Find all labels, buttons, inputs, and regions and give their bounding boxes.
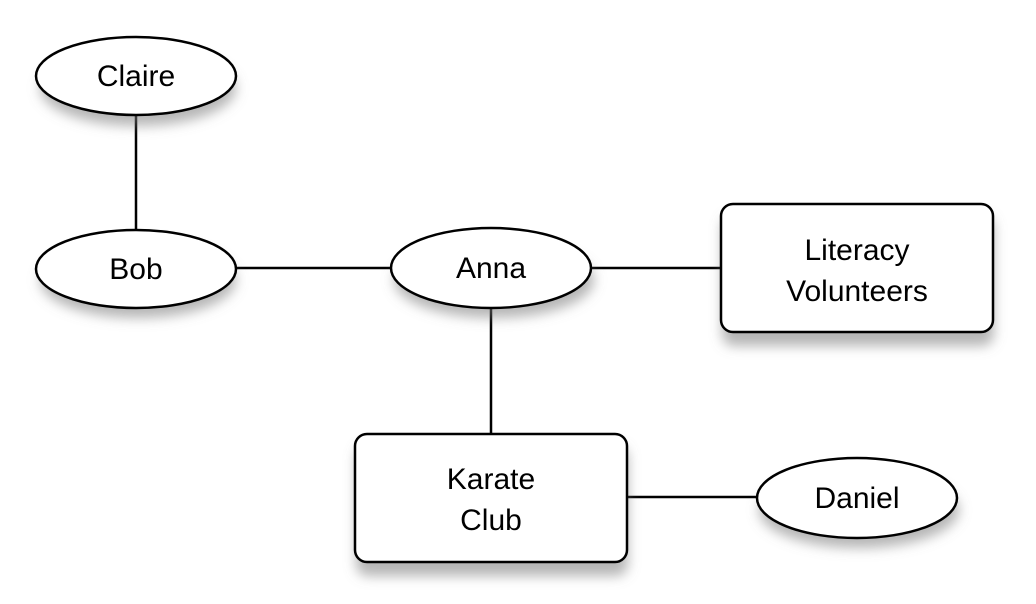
node-bob: Bob: [34, 228, 238, 310]
node-karate-label-line2: Club: [460, 504, 522, 537]
edges: [134, 114, 758, 499]
node-daniel: Daniel: [755, 456, 959, 540]
node-bob-label: Bob: [109, 253, 162, 286]
node-daniel-label: Daniel: [814, 482, 899, 515]
node-daniel-shape: [755, 456, 959, 540]
node-karate-club: Karate Club: [353, 432, 629, 564]
node-claire: Claire: [34, 35, 238, 117]
node-anna: Anna: [389, 226, 593, 310]
node-claire-shape: [34, 35, 238, 117]
node-literacy-shape: [719, 202, 995, 334]
node-karate-label-line1: Karate: [447, 463, 535, 496]
node-anna-shape: [389, 226, 593, 310]
node-bob-shape: [34, 228, 238, 310]
node-claire-label: Claire: [97, 60, 175, 93]
node-literacy-volunteers: Literacy Volunteers: [719, 202, 995, 334]
node-anna-label: Anna: [456, 252, 526, 285]
node-karate-shape: [353, 432, 629, 564]
node-literacy-label-line2: Volunteers: [786, 275, 928, 308]
node-literacy-label-line1: Literacy: [804, 234, 909, 267]
